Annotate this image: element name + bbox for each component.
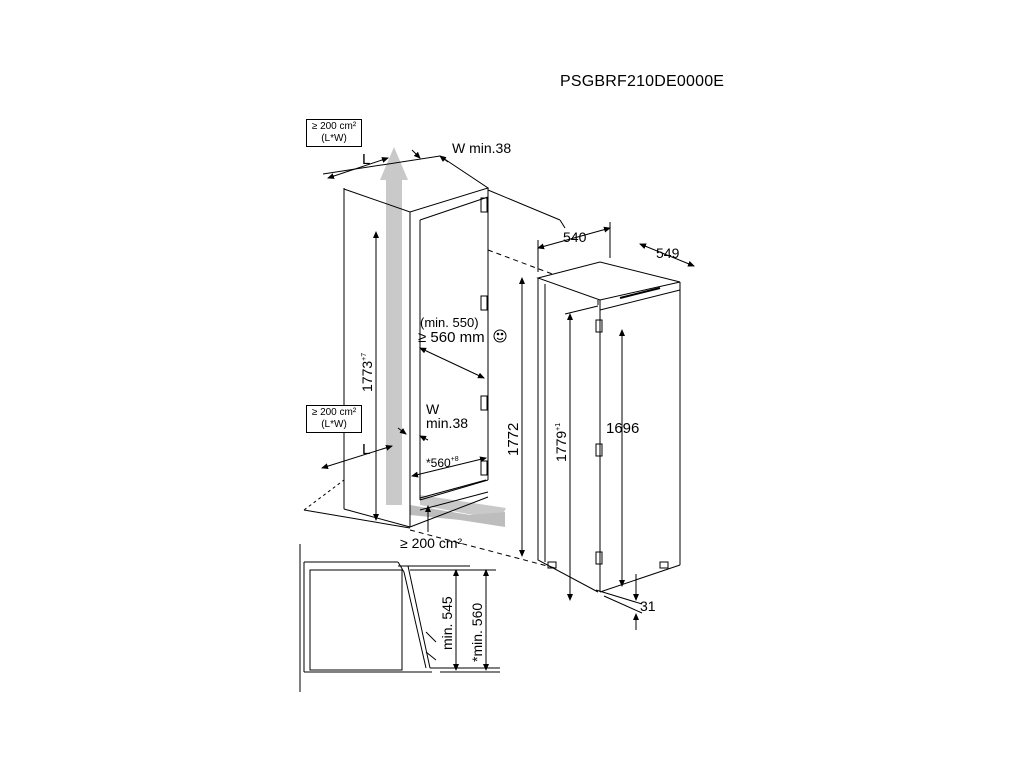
label-min-550: (min. 550) bbox=[420, 315, 479, 330]
height-1779-base: 1779 bbox=[553, 430, 569, 462]
dim-L-mid bbox=[321, 444, 393, 470]
niche-height-base: 1773 bbox=[359, 360, 375, 392]
label-540: 540 bbox=[563, 229, 587, 245]
niche-width-tol: +8 bbox=[450, 456, 459, 463]
label-1772: 1772 bbox=[505, 422, 522, 456]
vent-requirement-top: ≥ 200 cm² (L*W) bbox=[306, 119, 362, 147]
document-code: PSGBRF210DE0000E bbox=[560, 73, 725, 90]
label-W-top: W min.38 bbox=[452, 140, 512, 156]
label-31: 31 bbox=[640, 598, 656, 614]
label-L-top: L bbox=[362, 151, 371, 168]
smiley-icon bbox=[493, 329, 507, 343]
dim-560-width bbox=[411, 456, 487, 478]
height-1779-tol: +1 bbox=[555, 422, 562, 431]
label-niche-height: 1773+7 bbox=[359, 352, 375, 392]
vent-mid-line2: (L*W) bbox=[321, 419, 347, 430]
label-min-560: *min. 560 bbox=[469, 602, 485, 662]
airflow-arrow bbox=[380, 147, 506, 527]
label-W-mid-2: min.38 bbox=[426, 415, 469, 431]
guide-lines bbox=[409, 249, 556, 569]
dim-560-depth bbox=[419, 347, 485, 379]
label-549: 549 bbox=[656, 245, 680, 261]
label-1779: 1779+1 bbox=[553, 422, 569, 462]
label-bottom-vent: ≥ 200 cm² bbox=[400, 535, 463, 551]
detail-view bbox=[299, 544, 500, 692]
dim-549 bbox=[639, 243, 695, 267]
label-min-545: min. 545 bbox=[439, 596, 455, 650]
niche-height-tol: +7 bbox=[361, 352, 368, 361]
dim-W-mid bbox=[397, 427, 429, 442]
appliance bbox=[536, 261, 681, 593]
dim-1779 bbox=[564, 305, 599, 601]
dim-L-top bbox=[327, 157, 389, 179]
dim-31 bbox=[595, 574, 643, 630]
vent-mid-line1: ≥ 200 cm² bbox=[311, 407, 357, 418]
label-W-mid-1: W bbox=[426, 401, 440, 417]
vent-top-line2: (L*W) bbox=[321, 133, 347, 144]
vent-requirement-mid: ≥ 200 cm² (L*W) bbox=[306, 405, 362, 433]
vent-top-line1: ≥ 200 cm² bbox=[311, 121, 357, 132]
label-L-mid: L bbox=[362, 441, 371, 458]
label-1696: 1696 bbox=[606, 420, 640, 437]
dim-540 bbox=[537, 222, 611, 272]
niche-width-base: *560 bbox=[426, 456, 451, 470]
label-niche-width: *560+8 bbox=[426, 456, 459, 469]
dim-W-top bbox=[411, 149, 449, 163]
label-niche-depth: ≥ 560 mm bbox=[418, 329, 485, 346]
